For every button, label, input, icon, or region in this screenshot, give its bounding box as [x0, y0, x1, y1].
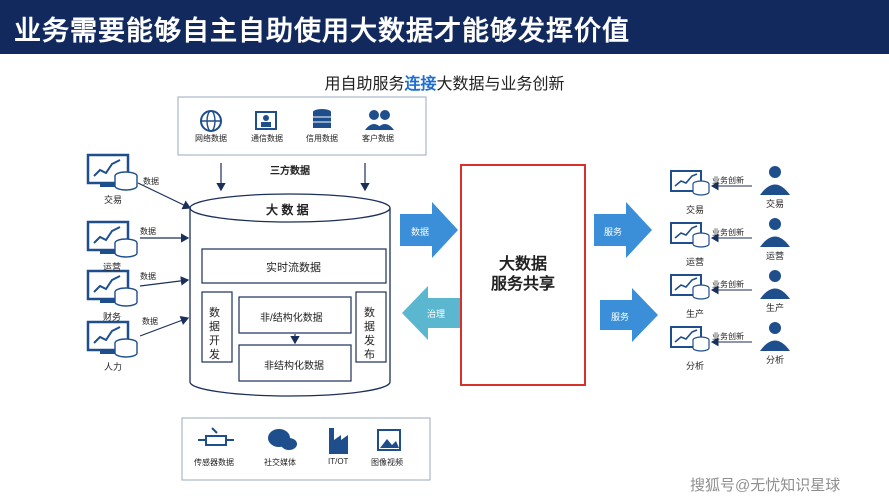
left-edge-label-2: 数据 [140, 227, 156, 236]
left-edge-label-1: 数据 [143, 177, 159, 186]
right-edge-label-1: 业务创新 [712, 176, 744, 185]
people-icon [365, 110, 394, 130]
left-system-4 [86, 320, 138, 358]
right-edge-label-4: 业务创新 [712, 332, 744, 341]
dev-box [201, 291, 233, 363]
semi-structured-label: 非/结构化数据 [260, 313, 323, 324]
contact-card-icon [255, 111, 277, 130]
right-row-3 [670, 270, 790, 300]
right-system-label-3: 生产 [686, 309, 705, 319]
service-arrow-label-2: 服务 [610, 312, 629, 322]
govern-arrow [402, 286, 460, 340]
watermark: 搜狐号@无忧知识星球 [690, 477, 841, 494]
left-system-3 [86, 269, 138, 307]
left-system-label-3: 财务 [103, 312, 122, 322]
big-data-title: 大 数 据 [266, 203, 309, 217]
left-system-label-4: 人力 [104, 362, 123, 372]
data-arrow [400, 202, 458, 258]
left-system-2 [86, 220, 138, 258]
realtime-label: 实时流数据 [266, 262, 321, 274]
publish-box [355, 291, 387, 363]
image-icon [377, 429, 401, 451]
right-user-label-3: 生产 [766, 303, 785, 313]
page-title: 业务需要能够自主自助使用大数据才能够发挥价值 [14, 16, 630, 46]
right-row-1 [670, 166, 790, 196]
unstructured-label: 非结构化数据 [264, 361, 324, 372]
top-source-label-2: 通信数据 [251, 134, 283, 143]
bottom-source-label-1: 传感器数据 [194, 458, 234, 467]
realtime-box [201, 248, 387, 284]
top-source-label-4: 客户数据 [362, 134, 394, 143]
right-system-label-2: 运营 [686, 257, 705, 267]
service-arrow-1 [594, 202, 652, 258]
third-party-caption: 三方数据 [270, 166, 310, 177]
service-arrow-label-1: 服务 [603, 227, 622, 237]
right-user-label-2: 运营 [766, 251, 785, 261]
right-user-label-4: 分析 [766, 355, 785, 365]
globe-icon [200, 110, 222, 132]
sensor-icon [198, 427, 234, 446]
subtitle-suffix: 大数据与业务创新 [436, 76, 565, 93]
subtitle-highlight: 连接 [404, 76, 437, 93]
left-system-label-2: 运营 [103, 262, 122, 272]
right-user-label-1: 交易 [766, 199, 785, 209]
left-system-1 [86, 153, 138, 191]
center-line-2: 服务共享 [490, 276, 555, 293]
bottom-source-label-4: 图像视频 [371, 458, 403, 467]
left-system-label-1: 交易 [104, 195, 123, 205]
subtitle: 用自助服务连接大数据与业务创新 [0, 70, 889, 94]
left-edge-label-4: 数据 [142, 317, 158, 326]
right-row-4 [670, 322, 790, 352]
structured-box [238, 296, 352, 334]
right-system-label-1: 交易 [686, 205, 705, 215]
govern-arrow-label: 治理 [426, 309, 445, 319]
right-row-2 [670, 218, 790, 248]
unstructured-box [238, 344, 352, 382]
title-bar: 业务需要能够自主自助使用大数据才能够发挥价值 [0, 0, 889, 54]
top-source-label-1: 网络数据 [195, 134, 227, 143]
dev-label: 数据开发 [209, 307, 220, 361]
bottom-source-label-2: 社交媒体 [264, 458, 296, 467]
service-sharing-box: 大数据 服务共享 [460, 164, 586, 386]
data-arrow-label: 数据 [410, 227, 429, 237]
service-arrow-2 [600, 288, 658, 342]
center-line-1: 大数据 [498, 256, 547, 273]
coins-icon [313, 109, 331, 128]
right-edge-label-3: 业务创新 [712, 280, 744, 289]
right-edge-label-2: 业务创新 [712, 228, 744, 237]
subtitle-prefix: 用自助服务 [324, 76, 405, 93]
right-system-label-4: 分析 [686, 361, 705, 371]
factory-icon [329, 428, 348, 454]
bottom-source-label-3: IT/OT [328, 457, 349, 466]
left-edge-label-3: 数据 [140, 272, 156, 281]
chat-icon [268, 429, 297, 450]
publish-label: 数据发布 [364, 307, 375, 361]
top-source-label-3: 信用数据 [306, 134, 338, 143]
